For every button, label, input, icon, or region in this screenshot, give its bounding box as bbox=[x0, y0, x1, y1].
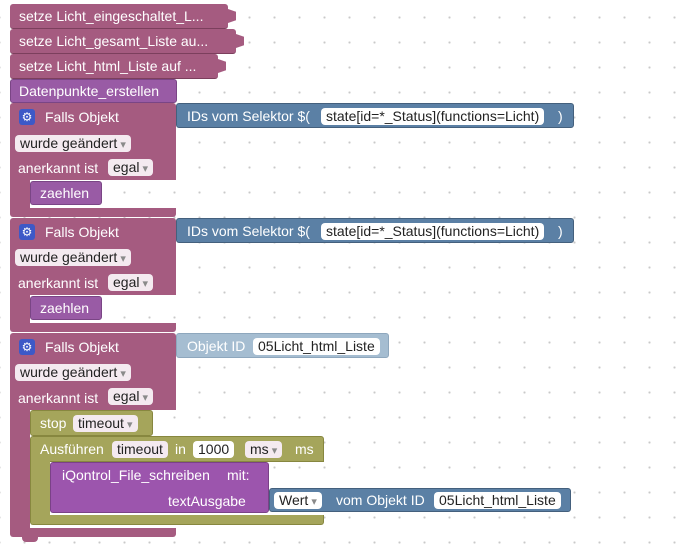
call-label: zaehlen bbox=[40, 185, 90, 201]
stop-label: stop bbox=[40, 415, 67, 431]
trigger-label: Falls Objekt bbox=[45, 224, 119, 240]
file-write-block[interactable]: iQontrol_File_schreiben mit: textAusgabe bbox=[50, 462, 269, 513]
gear-icon[interactable]: ⚙ bbox=[19, 109, 35, 125]
ack-label: anerkannt ist bbox=[18, 390, 99, 406]
timeout-bottom-bar bbox=[30, 515, 324, 525]
var-set-licht-html[interactable]: setze Licht_html_Liste auf ... bbox=[10, 54, 218, 79]
selector-field[interactable]: state[id=*_Status](functions=Licht) bbox=[321, 223, 545, 240]
object-id-input[interactable]: Objekt ID 05Licht_html_Liste bbox=[176, 333, 389, 358]
ack-dropdown[interactable]: egal bbox=[108, 159, 154, 176]
file-write-label: iQontrol_File_schreiben bbox=[62, 467, 210, 483]
timeout-name-field[interactable]: timeout bbox=[112, 441, 168, 458]
delay-field[interactable]: 1000 bbox=[193, 441, 235, 458]
object-id-label: Objekt ID bbox=[187, 338, 246, 354]
trigger-statement-spine bbox=[10, 295, 30, 323]
selector-close: ) bbox=[558, 223, 563, 239]
change-dropdown[interactable]: wurde geändert bbox=[15, 135, 131, 152]
in-label: in bbox=[175, 441, 186, 457]
var-set-licht-eingeschaltet[interactable]: setze Licht_eingeschaltet_L... bbox=[10, 4, 228, 29]
puzzle-notch bbox=[228, 9, 236, 23]
param-label: textAusgabe bbox=[168, 493, 246, 509]
selector-input-2[interactable]: IDs vom Selektor $( state[id=*_Status](f… bbox=[176, 218, 574, 243]
selector-label: IDs vom Selektor $( bbox=[187, 108, 310, 124]
var-set-licht-gesamt[interactable]: setze Licht_gesamt_Liste au... bbox=[10, 29, 236, 54]
file-object-id-field[interactable]: 05Licht_html_Liste bbox=[434, 492, 561, 509]
ack-dropdown[interactable]: egal bbox=[108, 388, 154, 405]
ack-dropdown[interactable]: egal bbox=[108, 274, 154, 291]
puzzle-notch bbox=[236, 34, 244, 48]
call-zaehlen-1[interactable]: zaehlen bbox=[30, 181, 102, 205]
change-dropdown[interactable]: wurde geändert bbox=[15, 364, 131, 381]
trigger-label: Falls Objekt bbox=[45, 109, 119, 125]
procedure-call-label: Datenpunkte_erstellen bbox=[19, 83, 160, 99]
selector-field[interactable]: state[id=*_Status](functions=Licht) bbox=[321, 108, 545, 125]
block-bottom-tab bbox=[22, 537, 38, 542]
change-dropdown[interactable]: wurde geändert bbox=[15, 249, 131, 266]
puzzle-notch bbox=[218, 59, 226, 73]
selector-input-1[interactable]: IDs vom Selektor $( state[id=*_Status](f… bbox=[176, 103, 574, 128]
set-timeout-block[interactable]: Ausführen timeout in 1000 ms ms bbox=[30, 436, 324, 462]
value-of-object-input[interactable]: Wert vom Objekt ID 05Licht_html_Liste bbox=[269, 488, 571, 512]
unit-label: ms bbox=[295, 441, 314, 457]
trigger-block-1[interactable]: ⚙ Falls Objekt wurde geändert anerkannt … bbox=[10, 103, 176, 180]
stop-timeout-block[interactable]: stop timeout bbox=[30, 410, 153, 436]
trigger-bottom-bar bbox=[10, 323, 176, 332]
object-id-field[interactable]: 05Licht_html_Liste bbox=[253, 338, 380, 355]
call-zaehlen-2[interactable]: zaehlen bbox=[30, 296, 102, 320]
ack-label: anerkannt ist bbox=[18, 160, 99, 176]
call-label: zaehlen bbox=[40, 300, 90, 316]
trigger-block-2[interactable]: ⚙ Falls Objekt wurde geändert anerkannt … bbox=[10, 218, 176, 295]
var-set-label: setze Licht_eingeschaltet_L... bbox=[19, 8, 204, 24]
procedure-call-datenpunkte[interactable]: Datenpunkte_erstellen bbox=[10, 79, 177, 103]
trigger-statement-spine bbox=[10, 180, 30, 208]
gear-icon[interactable]: ⚙ bbox=[19, 224, 35, 240]
from-object-label: vom Objekt ID bbox=[336, 492, 425, 508]
selector-label: IDs vom Selektor $( bbox=[187, 223, 310, 239]
ack-label: anerkannt ist bbox=[18, 275, 99, 291]
execute-label: Ausführen bbox=[40, 441, 104, 457]
unit-dropdown[interactable]: ms bbox=[245, 441, 283, 458]
var-set-label: setze Licht_gesamt_Liste au... bbox=[19, 33, 209, 49]
trigger-bottom-bar bbox=[10, 528, 176, 537]
with-label: mit: bbox=[227, 467, 250, 483]
trigger-statement-spine bbox=[10, 410, 30, 528]
trigger-label: Falls Objekt bbox=[45, 339, 119, 355]
trigger-bottom-bar bbox=[10, 208, 176, 217]
gear-icon[interactable]: ⚙ bbox=[19, 339, 35, 355]
timeout-spine bbox=[30, 461, 50, 516]
var-set-label: setze Licht_html_Liste auf ... bbox=[19, 58, 197, 74]
trigger-block-3[interactable]: ⚙ Falls Objekt wurde geändert anerkannt … bbox=[10, 333, 176, 410]
stop-timeout-dropdown[interactable]: timeout bbox=[73, 415, 138, 432]
selector-close: ) bbox=[558, 108, 563, 124]
value-dropdown[interactable]: Wert bbox=[274, 492, 322, 509]
